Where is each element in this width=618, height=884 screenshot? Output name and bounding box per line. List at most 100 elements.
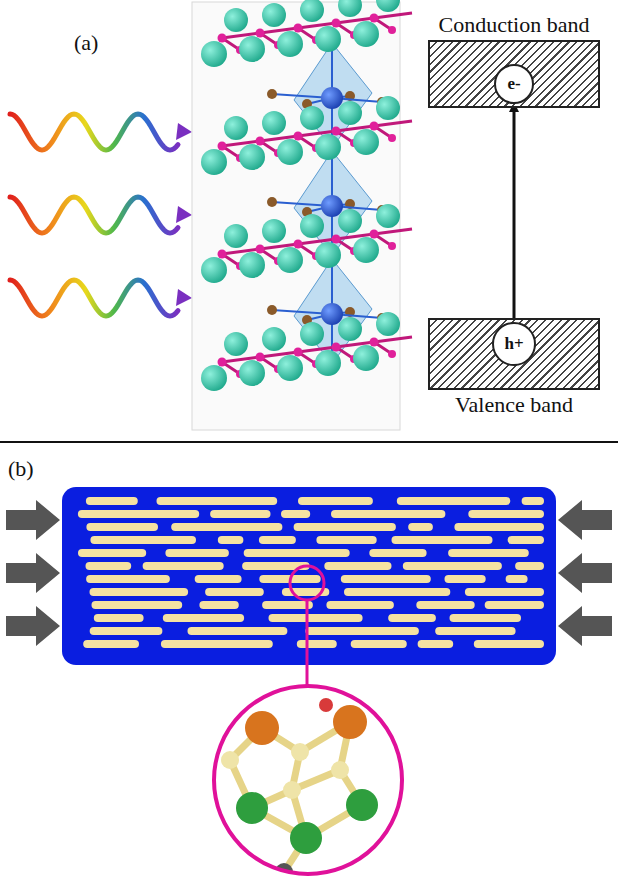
magenta-atom (256, 29, 265, 38)
teal-atom (224, 332, 248, 356)
teal-atom (201, 365, 227, 391)
teal-atom (201, 257, 227, 283)
metal-atom (321, 87, 343, 109)
magenta-atom (370, 230, 379, 239)
carrier-label: e- (507, 74, 520, 94)
platelet (408, 523, 433, 531)
energy-band: Valence bandh+ (428, 318, 600, 390)
platelet (86, 562, 132, 570)
platelet (165, 549, 229, 557)
green-atom (236, 792, 268, 824)
magenta-atom (388, 242, 396, 250)
magenta-atom (370, 122, 379, 131)
platelet (90, 536, 196, 544)
magenta-atom (294, 24, 303, 33)
zoom-circle (214, 686, 402, 874)
platelet (298, 497, 373, 505)
teal-atom (239, 252, 265, 278)
force-arrow (6, 606, 60, 646)
platelet (445, 575, 486, 583)
orange-atom (333, 705, 367, 739)
platelet (324, 562, 391, 570)
platelet (90, 627, 163, 635)
wave-arrowhead (176, 206, 192, 223)
crystal-panel (192, 2, 400, 430)
pale-atom (331, 761, 349, 779)
platelet (199, 601, 238, 609)
platelet (316, 536, 376, 544)
orange-atom (245, 711, 279, 745)
platelet (78, 510, 199, 518)
platelet (341, 575, 431, 583)
carrier-label: h+ (504, 334, 523, 354)
teal-atom (277, 247, 303, 273)
band-label: Conduction band (436, 12, 593, 38)
wave-arrowhead (176, 289, 192, 306)
platelet (269, 614, 363, 622)
platelet (90, 588, 189, 596)
platelet (344, 588, 450, 596)
teal-atom (353, 21, 379, 47)
composite-matrix (62, 487, 556, 665)
magenta-atom (388, 134, 396, 142)
light-wave (10, 197, 178, 233)
teal-atom (277, 31, 303, 57)
teal-atom (353, 129, 379, 155)
drawing-stroke (374, 121, 412, 126)
platelet (205, 588, 264, 596)
teal-atom (262, 111, 286, 135)
platelet (305, 627, 419, 635)
green-atom (290, 822, 322, 854)
teal-atom (376, 312, 400, 336)
force-arrow (6, 553, 60, 593)
divider-line (0, 441, 618, 443)
platelet (435, 627, 515, 635)
magenta-atom (294, 348, 303, 357)
platelet (83, 640, 139, 648)
platelet (143, 562, 224, 570)
platelet (94, 614, 144, 622)
platelet (522, 497, 544, 505)
platelet (188, 627, 288, 635)
magenta-atom (332, 343, 341, 352)
platelet (86, 575, 170, 583)
platelet (92, 601, 183, 609)
excitation-arrow (513, 104, 516, 322)
platelet (418, 640, 454, 648)
platelet (369, 549, 426, 557)
crystal-structure (201, 0, 412, 391)
platelet (262, 601, 313, 609)
carrier-circle: e- (494, 64, 534, 104)
magenta-atom (256, 137, 265, 146)
pale-atom (283, 781, 301, 799)
platelet (465, 588, 544, 596)
platelet (86, 523, 158, 531)
platelet (392, 536, 493, 544)
carrier-circle: h+ (492, 322, 536, 366)
teal-atom (239, 144, 265, 170)
teal-atom (338, 0, 362, 17)
magenta-atom (370, 14, 379, 23)
green-atom (346, 789, 378, 821)
magenta-atom (294, 132, 303, 141)
platelet (468, 510, 544, 518)
platelet (403, 562, 502, 570)
panel-label: (a) (74, 30, 98, 56)
teal-atom (376, 204, 400, 228)
magenta-atom (218, 34, 227, 43)
zoom-spot (290, 566, 324, 600)
platelet (397, 497, 511, 505)
light-wave (10, 114, 178, 150)
wave-arrowhead (176, 123, 192, 140)
pale-atom (221, 751, 239, 769)
magenta-atom (388, 26, 396, 34)
platelet (485, 601, 544, 609)
platelet (416, 601, 474, 609)
teal-atom (262, 3, 286, 27)
platelet (450, 614, 522, 622)
magenta-atom (218, 250, 227, 259)
magenta-atom (218, 142, 227, 151)
teal-atom (315, 134, 341, 160)
magenta-atom (388, 350, 396, 358)
platelet (86, 497, 138, 505)
